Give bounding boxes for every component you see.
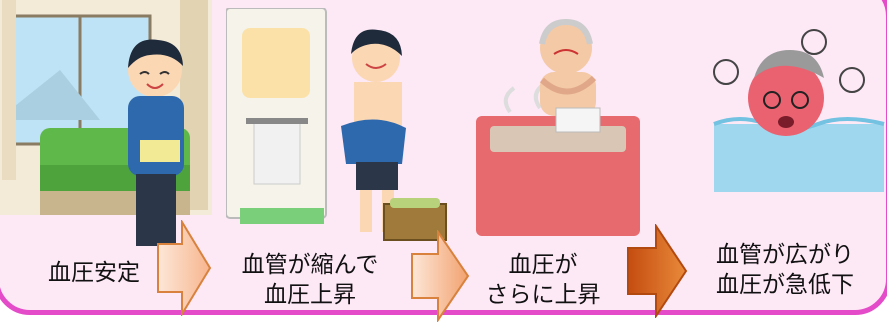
collapse-scene	[713, 29, 885, 192]
arrow-3	[627, 224, 688, 318]
stage-label-rise: 血圧が さらに上昇	[468, 250, 618, 310]
stage-label-drop: 血管が広がり 血圧が急低下	[690, 240, 880, 300]
stage-3-line-1: 血圧が	[508, 252, 578, 278]
arrow-2	[411, 230, 470, 322]
stage-3-line-2: さらに上昇	[485, 282, 601, 308]
living-room-scene	[0, 0, 212, 246]
stage-4-line-2: 血圧が急低下	[716, 272, 854, 298]
stage-1-line-1: 血圧安定	[48, 260, 140, 286]
bathtub-scene	[476, 18, 640, 236]
stage-2-line-2: 血圧上昇	[264, 282, 356, 308]
stage-4-line-1: 血管が広がり	[716, 242, 854, 268]
stage-label-stable: 血圧安定	[30, 258, 158, 288]
stage-2-line-1: 血管が縮んで	[241, 252, 379, 278]
stage-label-constrict: 血管が縮んで 血圧上昇	[220, 250, 400, 310]
changing-room-scene	[226, 8, 447, 241]
arrow-1	[157, 220, 212, 316]
